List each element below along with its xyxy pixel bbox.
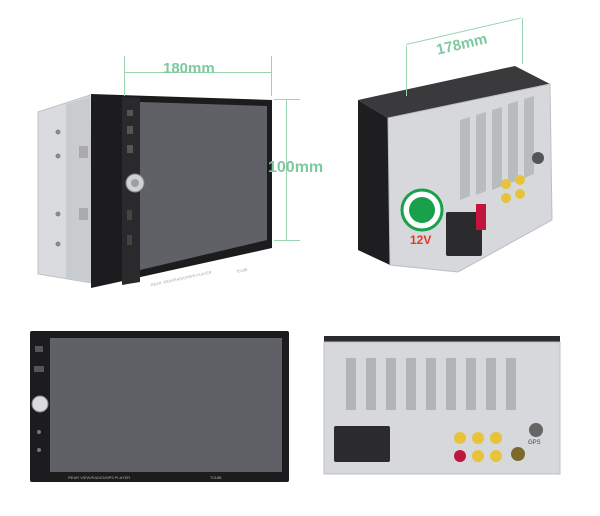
front-view-drawing xyxy=(37,94,272,288)
usb-icon xyxy=(34,366,44,372)
rca-connector-icon xyxy=(454,432,502,462)
volume-knob-icon xyxy=(31,395,49,413)
rear-straight-drawing xyxy=(323,336,561,475)
width-dimension-line xyxy=(124,72,272,73)
model-label: 7018B xyxy=(210,475,222,480)
front-straight-product-photo: REAR VIEW/RADIO/MP5 PLAYER 7018B xyxy=(0,300,300,516)
rear-straight-product-photo: GPS xyxy=(300,300,600,516)
front-straight-drawing xyxy=(30,331,289,482)
rear-angle-drawing xyxy=(358,66,553,273)
front-view-product-photo: REAR VIEW/RADIO/MP5 PLAYER 7018B 180mm 1… xyxy=(0,0,330,300)
top-face xyxy=(358,66,550,118)
screen xyxy=(50,338,282,472)
gps-port-label: GPS xyxy=(528,440,541,446)
bottom-panel-label: REAR VIEW/RADIO/MP5 PLAYER xyxy=(68,475,131,480)
front-bezel-side xyxy=(358,100,390,265)
height-dimension-line xyxy=(286,99,287,240)
width-dimension-label: 180mm xyxy=(163,60,215,77)
rear-angle-product-photo: 12V 178mm xyxy=(330,0,600,300)
voltage-label: 12V xyxy=(410,233,432,247)
mic-icon xyxy=(37,430,41,434)
harness-connector-icon xyxy=(334,426,390,462)
power-icon xyxy=(35,346,43,352)
height-dimension-label: 100mm xyxy=(268,159,324,176)
screen xyxy=(140,102,267,270)
harness-connector-icon xyxy=(446,212,482,256)
